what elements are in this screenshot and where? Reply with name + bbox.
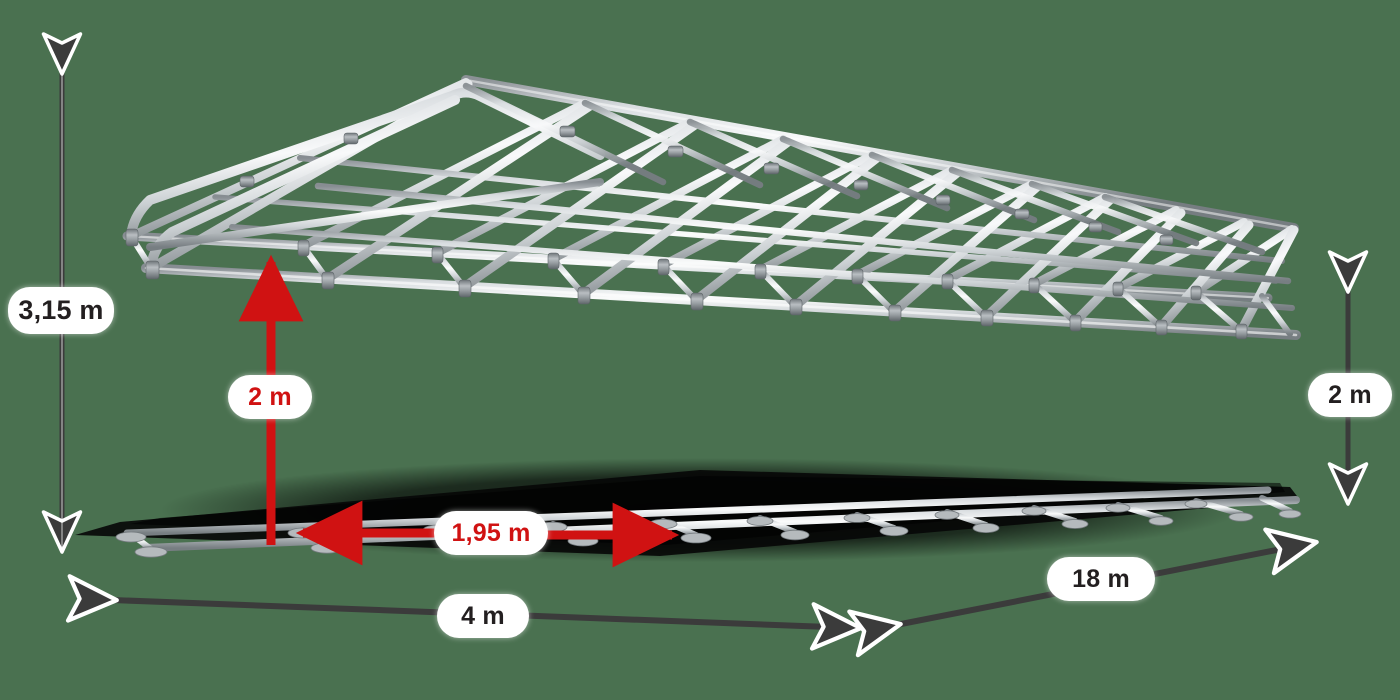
- gable-end-left: [126, 82, 668, 526]
- dimension-label-width: 4 m: [437, 594, 529, 638]
- roof-back-plane: [127, 75, 1299, 296]
- dimension-label-length: 18 m: [1047, 557, 1155, 601]
- joint-clamps: [125, 125, 1248, 340]
- dimension-label-height-total: 3,15 m: [8, 287, 114, 334]
- interior-bracing: [462, 82, 1266, 256]
- front-wall-assembly: [141, 262, 1301, 555]
- tent-frame: [115, 75, 1302, 558]
- dimension-label-height-side-left: 2 m: [228, 375, 312, 419]
- dimension-label-bay-spacing: 1,95 m: [434, 511, 548, 555]
- dimension-label-height-side-right: 2 m: [1308, 373, 1392, 417]
